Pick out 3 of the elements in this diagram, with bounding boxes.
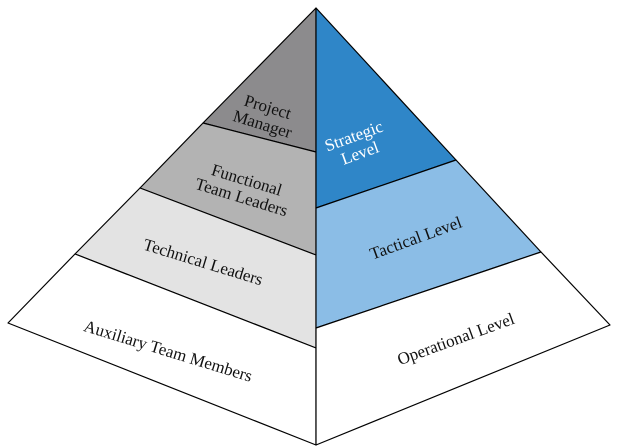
level-label: Strategic Level	[321, 116, 386, 170]
level-label: Project Manager	[230, 90, 296, 144]
level-label: Tactical Level	[366, 212, 466, 266]
